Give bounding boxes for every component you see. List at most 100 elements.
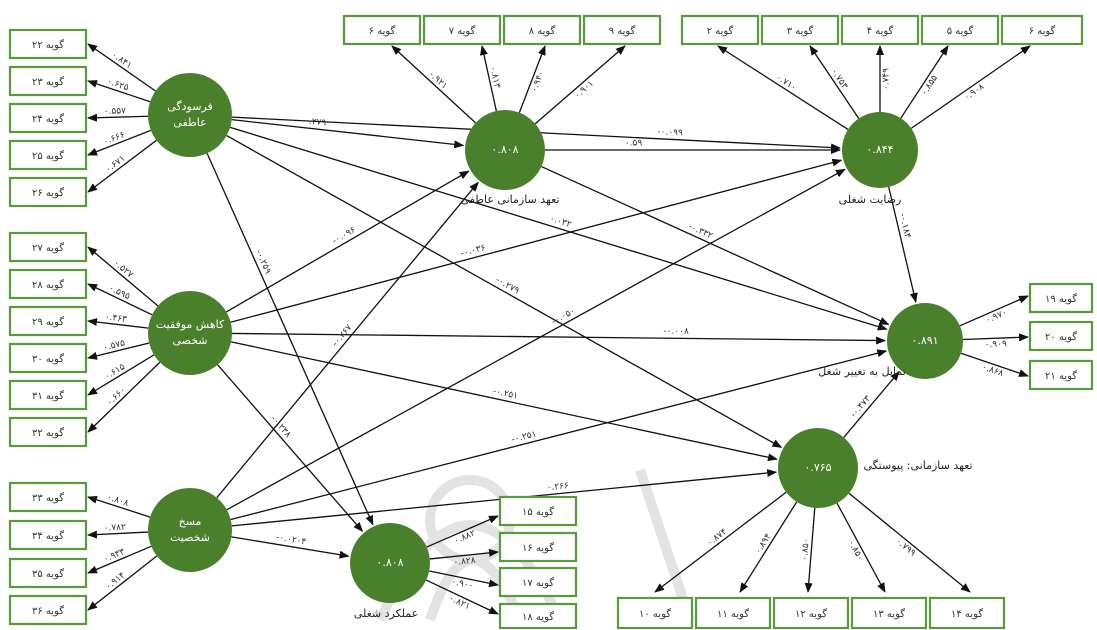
indicator-label: گویه ۱۴	[951, 608, 983, 620]
loading-ti-2-arrow	[960, 352, 1029, 377]
loading-cc-4-arrow	[848, 492, 971, 593]
indicator-box-6: گویه ۶	[1000, 14, 1084, 46]
loading-cc-4-label: ۰.۷۹۹	[894, 537, 918, 559]
indicator-box-18: گویه ۱۸	[498, 602, 578, 630]
indicator-box-32: گویه ۳۲	[8, 416, 88, 448]
node-label: مسخ	[179, 515, 202, 528]
path-pa-cc-arrow	[230, 341, 778, 462]
node-label: شخصیت	[170, 531, 210, 544]
node-caption: تعهد سازمانی: پیوستگی	[863, 459, 972, 472]
loading-cc-0-arrow	[654, 491, 787, 593]
path-ac-js-label: ۰.۵۹	[625, 139, 643, 149]
indicator-label: گویه ۲۳	[32, 76, 64, 88]
node-r2-value: ۰.۸۹۱	[911, 334, 938, 347]
path-ee-ac-label: -۰.۲۷۹	[300, 116, 327, 129]
path-dp-ti-arrow	[230, 349, 888, 521]
indicator-label: گویه ۲۸	[32, 279, 64, 291]
indicator-box-9: گویه ۹	[582, 14, 662, 46]
loading-jp-0-arrow	[426, 515, 499, 548]
indicator-box-29: گویه ۲۹	[8, 305, 88, 337]
loading-ti-1-label: ۰.۹۰۹	[984, 339, 1007, 350]
loading-dp-2-arrow	[87, 545, 152, 574]
node-r2-value: ۰.۸۰۸	[491, 143, 518, 156]
node-label: کاهش موفقیت	[156, 318, 225, 331]
indicator-box-16: گویه ۱۶	[498, 531, 578, 563]
indicator-label: گویه ۳۴	[32, 530, 64, 542]
node-personal-accomplishment: کاهش موفقیت شخصی	[148, 291, 232, 375]
indicator-label: گویه ۳۲	[32, 427, 64, 439]
loading-ee-0-arrow	[87, 43, 156, 92]
indicator-box-17: گویه ۱۷	[498, 566, 578, 598]
path-dp-ac-arrow	[216, 181, 479, 499]
indicator-label: گویه ۶	[1029, 25, 1056, 37]
indicator-box-23: گویه ۲۳	[8, 65, 88, 97]
loading-ti-0-arrow	[959, 295, 1029, 327]
indicator-box-4: گویه ۴	[840, 14, 920, 46]
node-label: فرسودگی	[167, 100, 213, 113]
loading-js-1-arrow	[809, 45, 860, 119]
path-pa-ti-arrow	[231, 332, 887, 345]
loading-dp-1-arrow	[87, 530, 149, 539]
path-pa-js-label: -۰.۰۳۶	[460, 243, 487, 259]
indicator-box-3: گویه ۳	[760, 14, 840, 46]
indicator-label: گویه ۱۷	[522, 577, 554, 589]
indicator-label: گویه ۳۳	[32, 492, 64, 504]
indicator-label: گویه ۱۳	[873, 608, 905, 620]
loading-jp-3-arrow	[425, 579, 499, 615]
indicator-box-26: گویه ۲۶	[8, 176, 88, 208]
indicator-label: گویه ۲۵	[32, 150, 64, 162]
node-r2-value: ۰.۷۶۵	[804, 461, 831, 474]
loading-pa-0-arrow	[87, 246, 159, 307]
node-job-satisfaction: ۰.۸۴۴ رضایت شغلی	[839, 112, 918, 206]
indicator-label: گویه ۳۰	[32, 353, 64, 365]
indicator-label: گویه ۱۰	[639, 608, 671, 620]
indicator-box-33: گویه ۳۳	[8, 481, 88, 513]
indicator-label: گویه ۱۹	[1045, 293, 1077, 305]
path-cc-ti-arrow	[843, 370, 900, 438]
indicator-box-11: گویه ۱۱	[694, 596, 772, 630]
loading-cc-3-arrow	[836, 502, 886, 593]
path-js-ti-label: -۰.۱۸۴	[897, 212, 913, 239]
path-pa-jp-arrow	[217, 364, 364, 533]
loading-ac-1-arrow	[480, 45, 497, 112]
loading-js-2-label: ۰.۷۴۹	[882, 68, 892, 90]
loading-cc-1-arrow	[739, 501, 798, 593]
indicator-box-7: گویه ۷	[422, 14, 502, 46]
loading-ac-3-arrow	[534, 45, 626, 125]
indicator-box-8: گویه ۸	[502, 14, 582, 46]
loading-pa-4-arrow	[87, 354, 155, 396]
loading-ee-2-label: ۰.۵۵۷	[104, 106, 127, 117]
node-caption: تمایل به تغییر شغل	[818, 365, 906, 378]
indicator-label: گویه ۹	[609, 25, 636, 37]
indicator-label: گویه ۲۲	[32, 39, 64, 51]
indicator-box-25: گویه ۲۵	[8, 139, 88, 171]
indicators-performance: گویه ۱۵ گویه ۱۶ گویه ۱۷ گویه ۱۸	[498, 495, 578, 630]
loading-ac-2-label: ۰.۹۴۰	[530, 70, 547, 94]
indicator-label: گویه ۲۹	[32, 316, 64, 328]
loading-dp-0-arrow	[87, 495, 151, 518]
loading-ee-4-arrow	[87, 139, 157, 193]
loading-ac-3-label: ۰.۹۰۱	[573, 79, 596, 101]
path-ee-cc-arrow	[226, 135, 783, 448]
indicator-label: گویه ۷	[449, 25, 476, 37]
indicator-label: گویه ۳۱	[32, 390, 64, 402]
path-ee-ti-arrow	[229, 126, 888, 331]
loading-ac-2-arrow	[518, 45, 546, 113]
node-label: شخصی	[172, 334, 207, 347]
indicator-label: گویه ۱۲	[795, 608, 827, 620]
path-ee-jp-arrow	[206, 153, 374, 526]
indicator-label: گویه ۲۰	[1045, 331, 1077, 343]
loading-pa-2-label: ۰.۴۶۳	[104, 312, 127, 325]
node-affective-commitment: ۰.۸۰۸ تعهد سازمانی عاطفی	[461, 110, 559, 206]
indicator-box-35: گویه ۳۵	[8, 557, 88, 589]
loading-ee-1-arrow	[87, 80, 151, 103]
loading-js-3-arrow	[900, 45, 949, 119]
node-turnover-intention: ۰.۸۹۱ تمایل به تغییر شغل	[818, 303, 963, 379]
indicator-label: گویه ۳۵	[32, 568, 64, 580]
indicator-label: گویه ۱۱	[717, 608, 749, 620]
indicator-box-19: گویه ۱۹	[1028, 282, 1094, 314]
loading-cc-3-label: ۰.۸۵۰	[846, 539, 865, 563]
loading-jp-2-arrow	[429, 570, 499, 588]
indicator-box-28: گویه ۲۸	[8, 268, 88, 300]
indicator-label: گویه ۳	[787, 25, 814, 37]
